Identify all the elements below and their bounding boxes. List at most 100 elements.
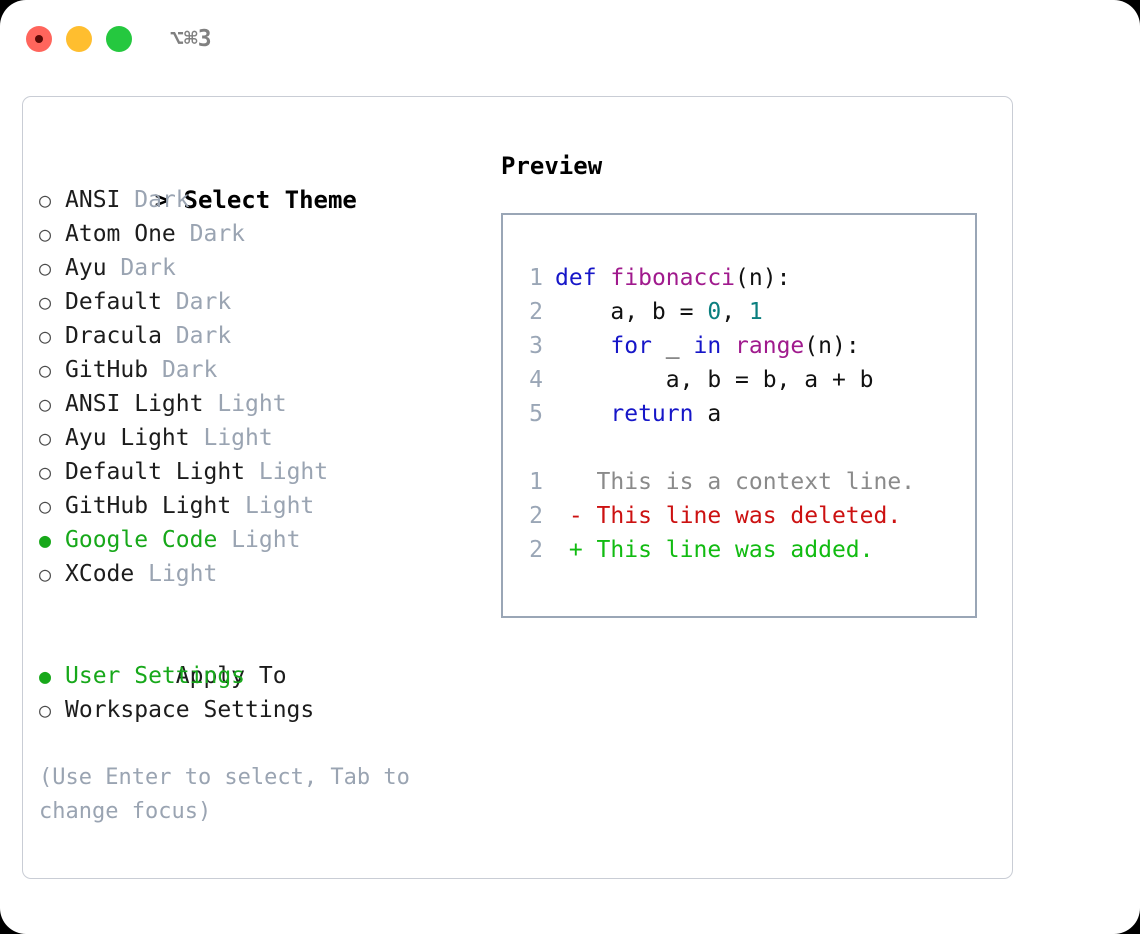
spacer	[190, 425, 204, 451]
theme-item-kind: Dark	[175, 323, 232, 349]
theme-item-atom-one[interactable]: ○Atom One Dark	[39, 217, 479, 251]
radio-unselected-icon: ○	[39, 460, 52, 484]
apply-to-options: ●User Settings ○ Workspace Settings	[39, 659, 479, 727]
apply-to-option-workspace-settings[interactable]: ○ Workspace Settings	[39, 693, 479, 727]
code-token	[721, 333, 735, 359]
line-number: 3	[529, 333, 543, 359]
theme-item-kind: Dark	[161, 357, 218, 383]
radio-unselected-icon: ○	[39, 324, 52, 348]
radio-unselected-icon: ○	[39, 494, 52, 518]
diff-line: 2 + This line was added.	[513, 533, 971, 567]
code-token: 0	[707, 299, 722, 325]
spacer	[231, 493, 245, 519]
theme-item-name: Ayu Light	[65, 425, 190, 451]
diff-line: 1 This is a context line.	[513, 465, 971, 499]
radio-unselected-icon: ○	[39, 562, 52, 586]
apply-to-option-label: Workspace Settings	[65, 697, 315, 723]
code-line: 3 for _ in range(n):	[513, 329, 971, 363]
theme-item-name: Google Code	[65, 527, 218, 553]
code-token: range	[735, 333, 805, 359]
code-token	[597, 265, 611, 291]
code-line: 2 a, b = 0, 1	[513, 295, 971, 329]
theme-item-google-code[interactable]: ● Google Code Light	[39, 523, 479, 557]
code-token: ,	[721, 299, 749, 325]
spacer	[162, 323, 176, 349]
close-button[interactable]	[26, 26, 52, 52]
spacer	[217, 527, 231, 553]
radio-unselected-icon: ○	[39, 188, 52, 212]
theme-item-github[interactable]: ○GitHub Dark	[39, 353, 479, 387]
code-token: a, b =	[555, 299, 708, 325]
spacer	[245, 459, 259, 485]
code-token: a	[693, 401, 722, 427]
code-token: def	[555, 265, 597, 291]
code-token: (n):	[735, 265, 791, 291]
minimize-button[interactable]	[66, 26, 92, 52]
theme-item-xcode[interactable]: ○ XCode Light	[39, 557, 479, 591]
code-token	[555, 333, 610, 359]
zoom-button[interactable]	[106, 26, 132, 52]
code-token: + This line was added.	[555, 537, 874, 563]
code-token: fibonacci	[610, 265, 736, 291]
list-spacer	[39, 591, 479, 625]
radio-selected-icon: ●	[39, 528, 52, 552]
theme-item-ayu[interactable]: ○Ayu Dark	[39, 251, 479, 285]
theme-list-header-label: > Select Theme	[154, 186, 357, 214]
theme-item-name: ANSI Light	[65, 391, 204, 417]
code-token: for	[610, 333, 652, 359]
code-token: This is a context line.	[555, 469, 916, 495]
radio-selected-icon: ●	[39, 664, 52, 688]
radio-unselected-icon: ○	[39, 222, 52, 246]
theme-item-ansi-light[interactable]: ○ ANSI Light Light	[39, 387, 479, 421]
title-bar: ⌥⌘3	[0, 0, 1140, 78]
theme-item-ansi[interactable]: ○ ANSI Dark	[39, 183, 479, 217]
radio-unselected-icon: ○	[39, 392, 52, 416]
radio-unselected-icon: ○	[39, 426, 52, 450]
code-token: (n):	[804, 333, 860, 359]
line-number: 2	[529, 503, 543, 529]
code-line: 5 return a	[513, 397, 971, 431]
theme-item-name: GitHub	[65, 357, 149, 383]
theme-item-kind: Light	[203, 425, 273, 451]
theme-item-kind: Dark	[175, 289, 232, 315]
theme-item-dracula[interactable]: ○Dracula Dark	[39, 319, 479, 353]
keyboard-hint: (Use Enter to select, Tab to change focu…	[39, 765, 410, 824]
spacer	[107, 255, 121, 281]
radio-unselected-icon: ○	[39, 698, 52, 722]
theme-item-name: GitHub Light	[65, 493, 232, 519]
theme-item-name: Default Light	[65, 459, 246, 485]
theme-item-kind: Light	[258, 459, 329, 485]
theme-item-kind: Light	[217, 391, 287, 417]
theme-item-name: XCode	[65, 561, 135, 587]
apply-to-option-user-settings[interactable]: ●User Settings	[39, 659, 479, 693]
theme-item-name: ANSI	[65, 187, 121, 213]
spacer	[176, 221, 190, 247]
close-icon	[35, 35, 43, 43]
theme-list-header: > Select Theme	[39, 149, 479, 214]
theme-item-name: Default	[65, 289, 162, 315]
theme-item-default-light[interactable]: ○ Default Light Light	[39, 455, 479, 489]
code-line: 4 a, b = b, a + b	[513, 363, 971, 397]
theme-item-name: Ayu	[65, 255, 107, 281]
code-token	[555, 401, 610, 427]
theme-item-kind: Dark	[134, 187, 190, 213]
theme-item-kind: Light	[231, 527, 301, 553]
spacer	[134, 561, 148, 587]
line-number: 5	[529, 401, 543, 427]
theme-item-kind: Light	[148, 561, 218, 587]
preview-title: Preview	[501, 152, 603, 180]
theme-picker-panel: > Select Theme ○ANSI Dark○Atom One Dark○…	[22, 96, 1013, 879]
code-token: return	[610, 401, 694, 427]
line-number: 1	[529, 469, 543, 495]
spacer	[148, 357, 162, 383]
line-number: 4	[529, 367, 543, 393]
theme-item-ayu-light[interactable]: ○ Ayu Light Light	[39, 421, 479, 455]
theme-item-default[interactable]: ○ Default Dark	[39, 285, 479, 319]
radio-unselected-icon: ○	[39, 290, 52, 314]
theme-item-github-light[interactable]: ○GitHub Light Light	[39, 489, 479, 523]
keyboard-shortcut-label: ⌥⌘3	[170, 26, 212, 52]
line-number: 2	[529, 299, 543, 325]
